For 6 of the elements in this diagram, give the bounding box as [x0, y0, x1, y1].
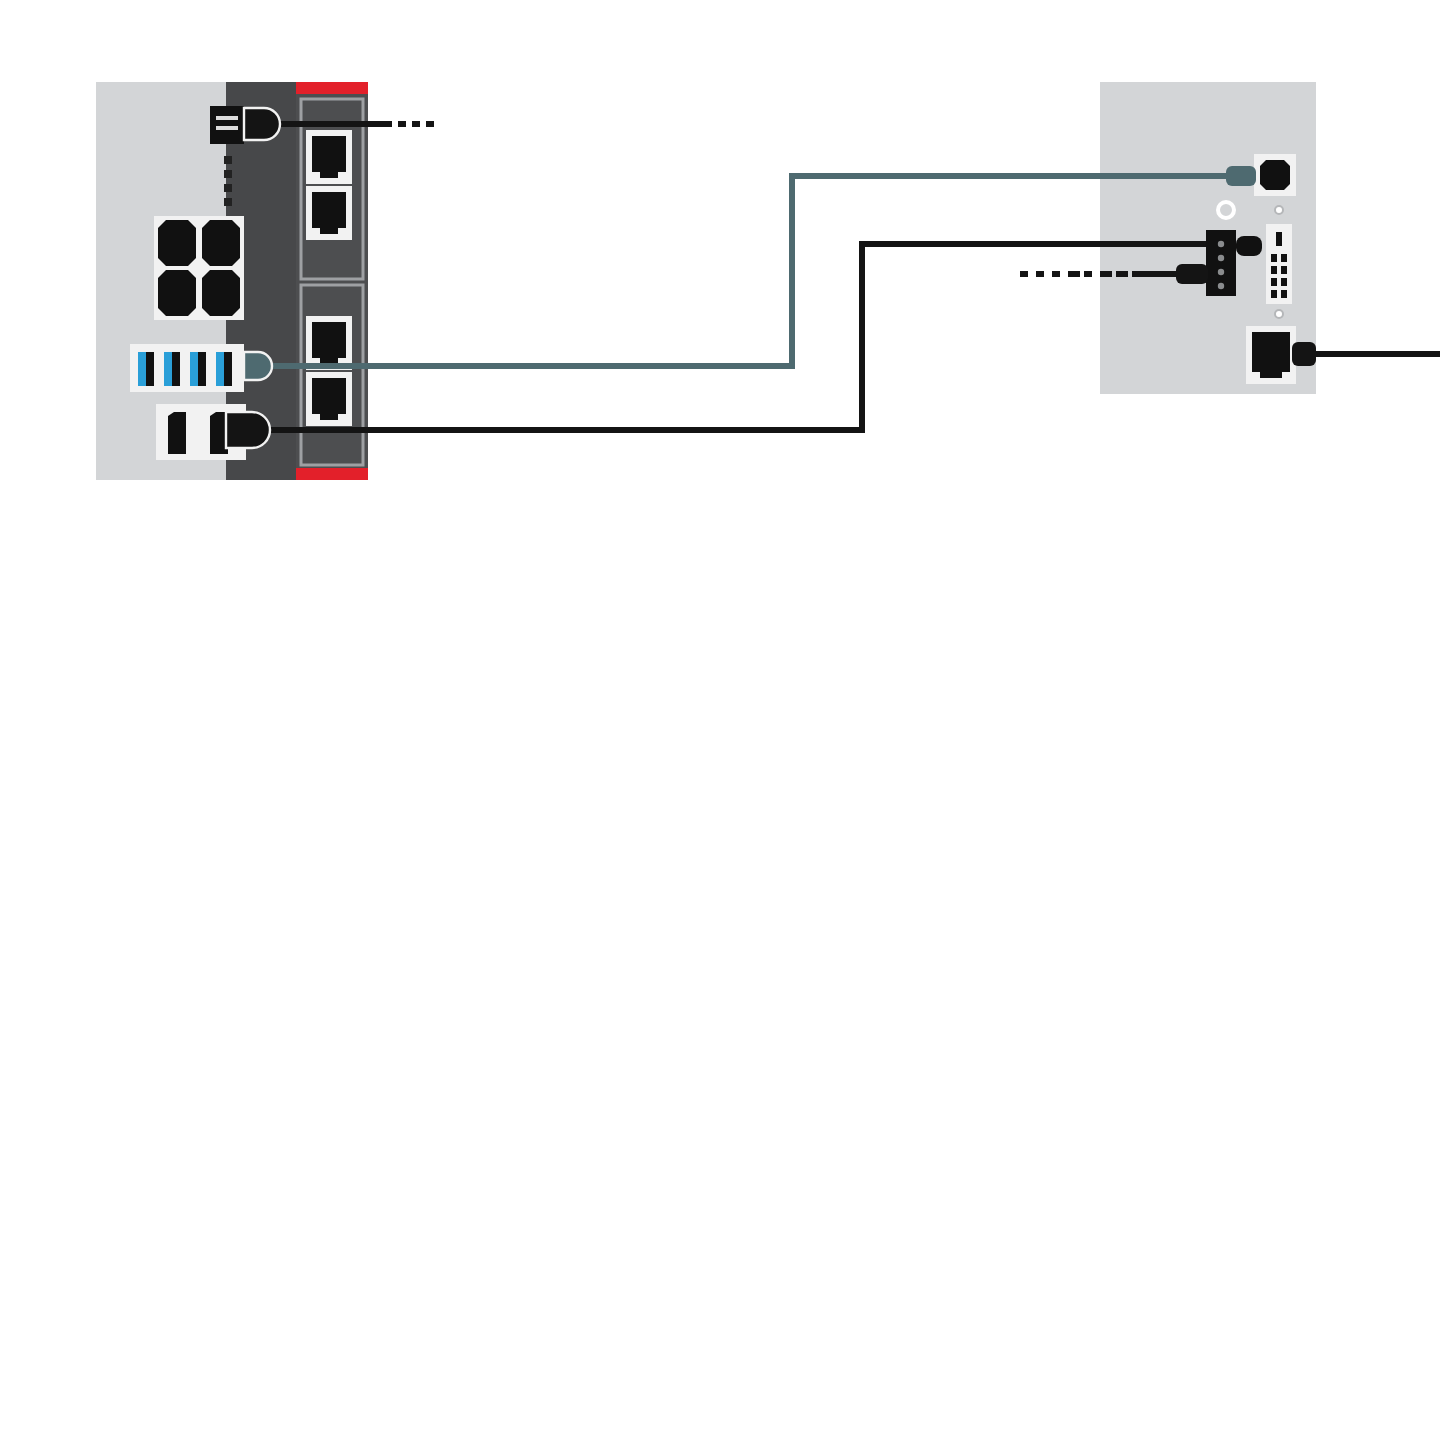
- cable-line: [368, 173, 1100, 369]
- device-rear-panel: [96, 82, 368, 480]
- cable-line: [1316, 351, 1440, 357]
- connector-panel: [1100, 82, 1316, 394]
- dashed-cable-line: [368, 121, 436, 127]
- cable-line: [368, 241, 1100, 433]
